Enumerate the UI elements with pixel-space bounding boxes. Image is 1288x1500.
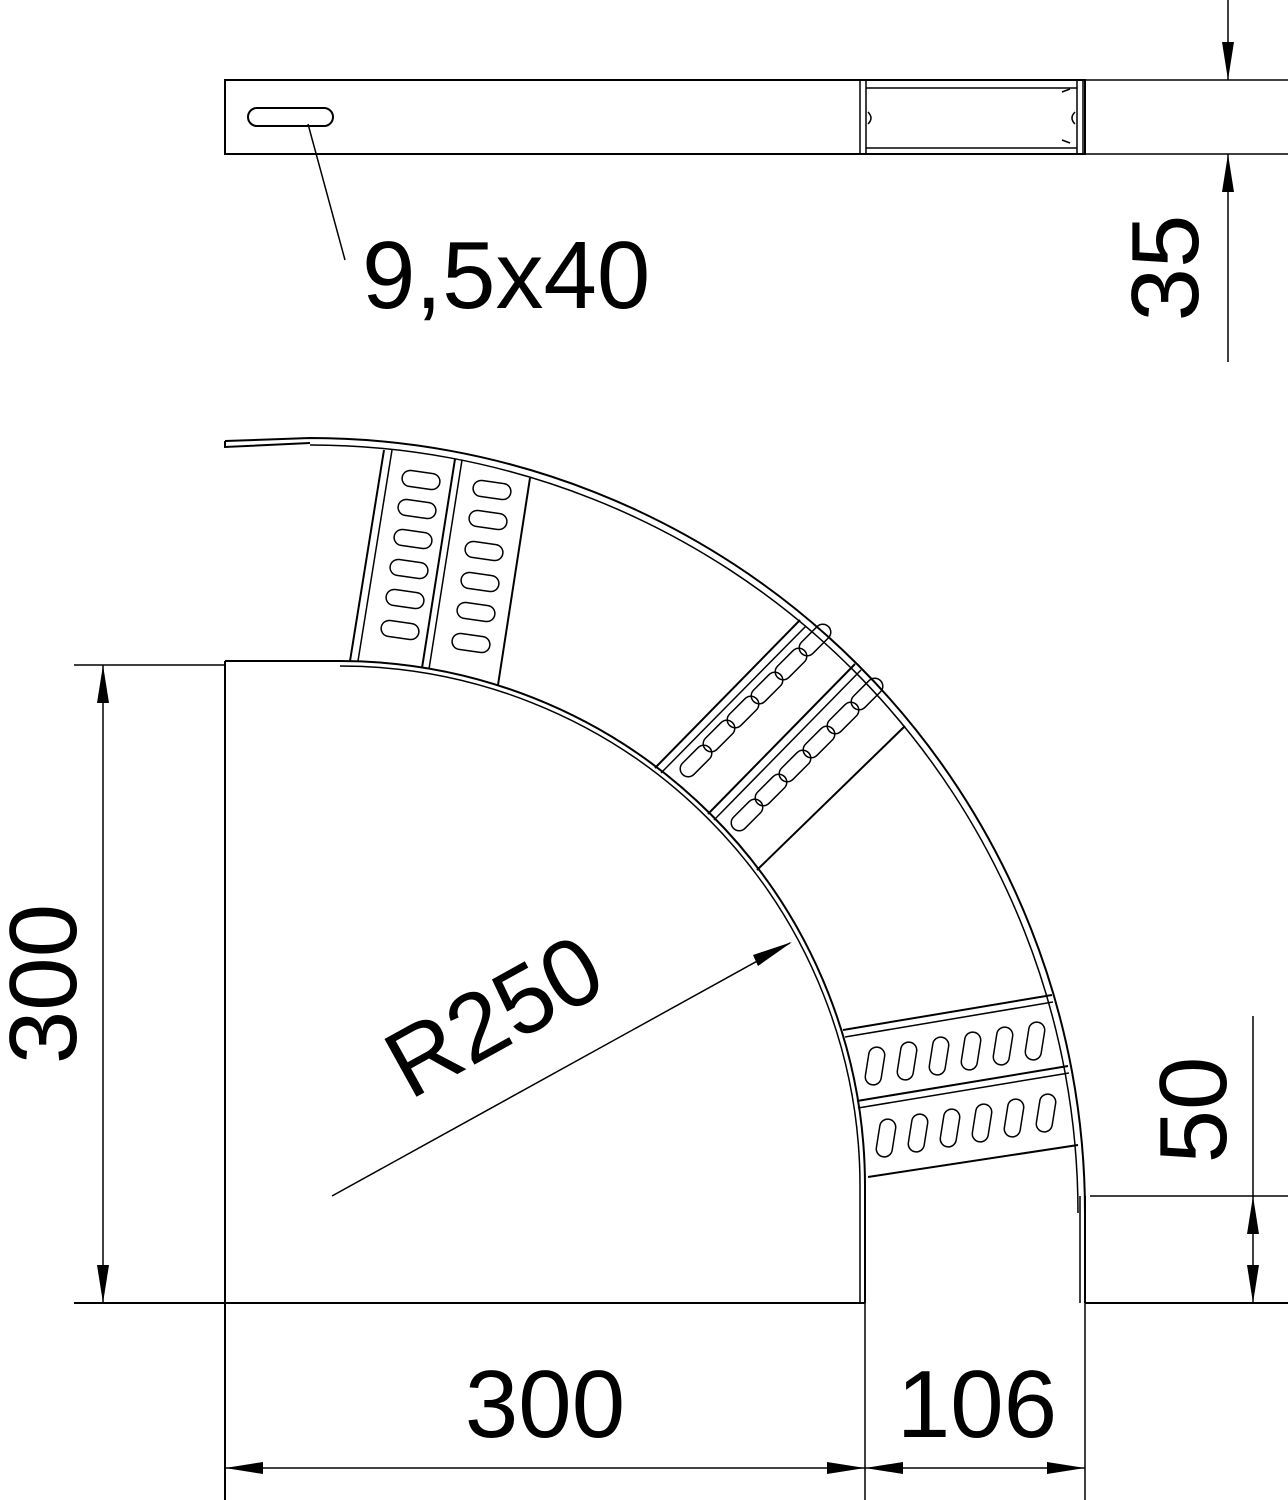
bend-top-view: R250 [74,436,1288,1500]
radius-label: R250 [368,914,621,1119]
overall-height-label: 300 [0,904,97,1064]
radius-leader [331,942,791,1197]
overall-height-dimension: 300 [0,664,225,1303]
side-view: 9,5x40 [224,79,1086,329]
width-label: 300 [465,1351,625,1458]
mounting-slot [247,107,334,127]
side-view-outline [224,79,1086,155]
height-dimension: 35 [1085,0,1288,362]
rung-middle [654,619,906,871]
rung-top [349,449,531,686]
slot-leader-line [307,123,346,261]
rung-bottom [842,994,1079,1178]
radius-arrow [753,942,792,966]
end-dimension: 50 [1090,1016,1288,1303]
width-dimension: 300 106 [225,1303,1086,1500]
height-dimension-label: 35 [1112,215,1219,322]
end-dimension-label: 50 [1140,1057,1247,1164]
channel-width-label: 106 [897,1351,1057,1458]
slot-dimension-label: 9,5x40 [362,222,650,329]
